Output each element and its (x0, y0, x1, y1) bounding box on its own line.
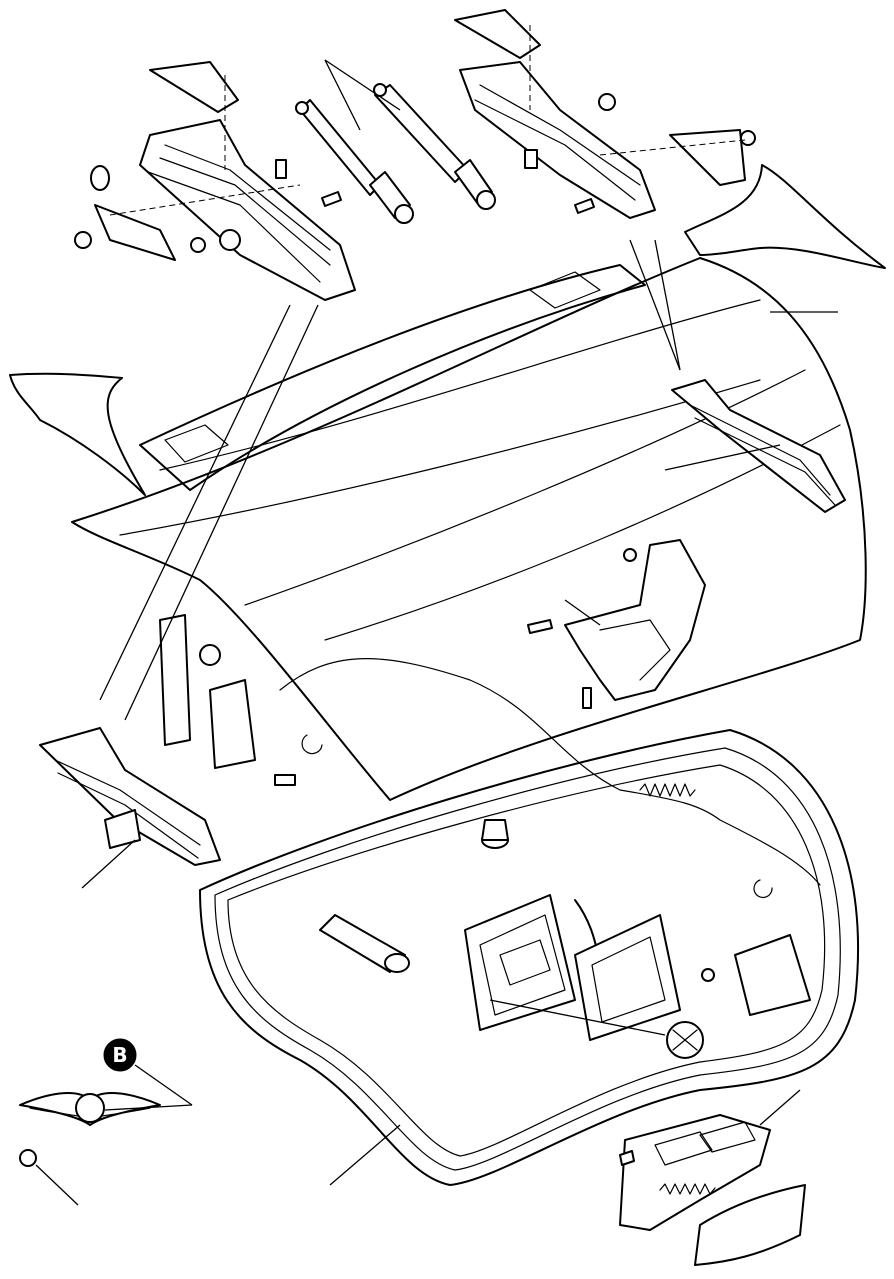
latch-bolt (527, 619, 553, 634)
side-bracket-right (701, 879, 811, 1016)
cable-clip-right (753, 879, 773, 899)
bentley-badge: B (103, 1038, 137, 1072)
hinge-top-right (454, 9, 756, 219)
hinge-link-right (669, 129, 746, 186)
release-cable (279, 658, 821, 886)
leader-hinge-left-a (99, 304, 291, 701)
trim-recess-left (164, 424, 229, 463)
hinge-mount-plate (149, 61, 239, 113)
bump-stop (481, 819, 509, 849)
side-trim-left (9, 372, 146, 496)
badge-letter: B (112, 1043, 127, 1067)
leader-inner-frame (329, 1124, 401, 1186)
leader-gas-struts (324, 59, 361, 131)
latch-assembly (527, 539, 706, 709)
hinge-screw (275, 159, 287, 179)
hinge-nut (74, 231, 92, 249)
release-cable-spring (639, 783, 696, 797)
hinge-link-plate (94, 204, 176, 261)
hinge-mount-plate-right (454, 9, 541, 59)
emblem-clip (19, 1149, 37, 1167)
badge-letter-disc (103, 1038, 137, 1072)
winged-emblem (19, 1092, 161, 1126)
leader-emblem-clip (35, 1164, 79, 1206)
leader-grommet (489, 999, 666, 1036)
leader-hinge-right-b (654, 239, 681, 371)
grab-handle-tube (319, 914, 410, 973)
leader-hinge-left-b (124, 304, 319, 721)
latch-screw (582, 687, 592, 709)
leader-lid-rib (664, 444, 781, 471)
hinge-nut-right (740, 130, 756, 146)
leader-latch-motor (759, 1089, 801, 1126)
hinge-bracket-pair (159, 614, 323, 786)
leader-emblem (104, 1104, 193, 1111)
boot-lid-upper-panel (71, 257, 867, 801)
upper-trim-panel (139, 264, 646, 491)
retaining-clip (301, 734, 323, 755)
hinge-seal-ring (90, 165, 110, 191)
hinge-bolt (321, 191, 342, 207)
release-handle-frame (574, 914, 681, 1041)
bracket-bolt (274, 774, 296, 786)
hinge-mid-right (671, 379, 846, 513)
hinge-bolt-right (574, 198, 595, 214)
hinge-screw-right (524, 149, 538, 169)
cover-plate (694, 1184, 806, 1266)
hinge-washer (190, 237, 206, 253)
bracket-nut (199, 644, 221, 666)
grommet-ribs (672, 1029, 698, 1051)
trim-recess-right (529, 271, 601, 309)
leader-hinge-bottom (81, 839, 136, 889)
leader-gas-struts-2 (324, 59, 401, 111)
hinge-bushing (219, 229, 241, 251)
gas-strut-left (295, 99, 414, 224)
boot-lid-inner-frame (199, 729, 859, 1186)
leader-latch (564, 599, 601, 626)
hinge-cap (598, 93, 616, 111)
side-trim-right (684, 164, 886, 269)
hinge-bottom-left (39, 727, 221, 866)
latch-motor-assembly (619, 1114, 771, 1231)
leader-badge (134, 1064, 193, 1106)
hinge-top-left (74, 61, 356, 301)
leader-hinge-right-a (629, 239, 681, 371)
